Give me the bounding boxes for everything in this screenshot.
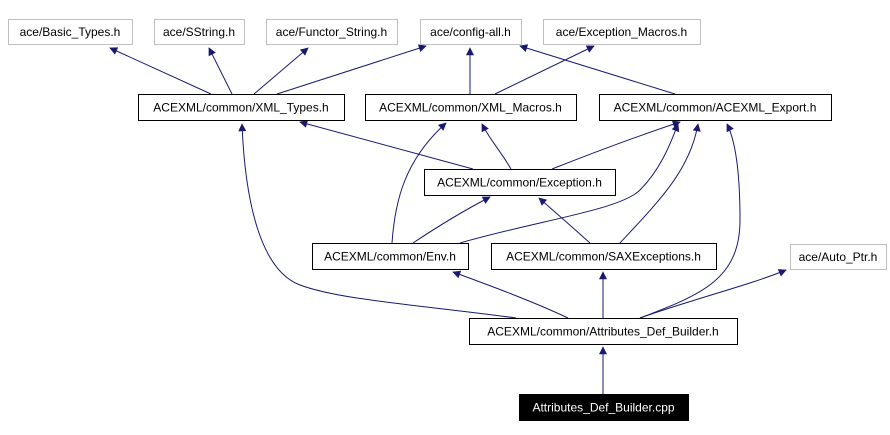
- edge-attributes-def-builder-h-to-auto-ptr: [639, 269, 787, 319]
- edge-exception-to-xml-macros: [481, 123, 512, 170]
- node-label: Attributes_Def_Builder.cpp: [532, 401, 674, 415]
- node-label: ace/Basic_Types.h: [20, 25, 121, 39]
- node-label: ACEXML/common/XML_Types.h: [153, 101, 328, 115]
- edge-attributes-def-builder-h-to-env: [452, 270, 569, 319]
- edge-saxexceptions-to-exception: [538, 197, 591, 244]
- edge-xml-types-to-functor-string: [253, 47, 309, 95]
- node-label: ACEXML/common/Env.h: [324, 250, 456, 264]
- node-box: [599, 94, 832, 121]
- node-exception[interactable]: ACEXML/common/Exception.h: [424, 169, 616, 196]
- node-label: ACEXML/common/Attributes_Def_Builder.h: [487, 325, 718, 339]
- node-label: ACEXML/common/XML_Macros.h: [379, 101, 562, 115]
- edge-xml-types-to-config-all: [276, 44, 427, 95]
- node-box: [365, 94, 577, 121]
- edge-exception-to-xml-types: [299, 120, 474, 170]
- node-label: ace/Exception_Macros.h: [556, 25, 687, 39]
- nodes-layer: ace/Basic_Types.h ace/SString.h ace/Functo…: [8, 19, 887, 421]
- node-box: [138, 94, 345, 121]
- edges-layer: [109, 44, 787, 394]
- node-label: ACEXML/common/Exception.h: [437, 176, 602, 190]
- edge-xml-types-to-sstring: [208, 47, 233, 95]
- node-functor-string[interactable]: ace/Functor_String.h: [266, 19, 398, 45]
- node-label: ACEXML/common/SAXExceptions.h: [506, 250, 701, 264]
- node-box: [312, 243, 469, 270]
- node-box: [543, 19, 701, 45]
- node-acexml-export[interactable]: ACEXML/common/ACEXML_Export.h: [599, 94, 832, 121]
- node-box: [266, 19, 398, 45]
- node-label: ace/Auto_Ptr.h: [799, 250, 878, 264]
- node-xml-types[interactable]: ACEXML/common/XML_Types.h: [138, 94, 345, 121]
- node-saxexceptions[interactable]: ACEXML/common/SAXExceptions.h: [491, 243, 717, 270]
- edge-xml-macros-to-exception-macros: [494, 45, 595, 95]
- node-label: ace/SString.h: [163, 25, 235, 39]
- edge-acexml-export-to-config-all: [519, 44, 676, 95]
- node-label: ace/Functor_String.h: [276, 25, 387, 39]
- edge-env-to-xml-macros: [391, 122, 447, 244]
- node-box: [424, 169, 616, 196]
- edge-env-to-exception: [412, 196, 491, 244]
- node-box: [469, 318, 738, 345]
- node-box: [8, 19, 133, 45]
- node-auto-ptr[interactable]: ace/Auto_Ptr.h: [790, 244, 887, 270]
- edge-saxexceptions-to-acexml-export: [619, 123, 701, 244]
- edge-exception-to-acexml-export: [551, 120, 681, 170]
- node-attributes-def-builder-cpp[interactable]: Attributes_Def_Builder.cpp: [519, 394, 689, 421]
- edge-xml-types-to-basic-types: [109, 47, 212, 95]
- node-box: [519, 394, 689, 421]
- edge-env-to-acexml-export: [459, 123, 680, 244]
- node-attributes-def-builder-h[interactable]: ACEXML/common/Attributes_Def_Builder.h: [469, 318, 738, 345]
- node-env[interactable]: ACEXML/common/Env.h: [312, 243, 469, 270]
- edge-attributes-def-builder-h-to-xml-types: [238, 123, 517, 319]
- edge-attributes-def-builder-h-to-acexml-export: [639, 123, 741, 319]
- node-label: ace/config-all.h: [430, 25, 511, 39]
- node-box: [790, 244, 887, 270]
- node-sstring[interactable]: ace/SString.h: [154, 19, 245, 45]
- node-config-all[interactable]: ace/config-all.h: [420, 19, 522, 45]
- node-label: ACEXML/common/ACEXML_Export.h: [614, 101, 817, 115]
- node-basic-types[interactable]: ace/Basic_Types.h: [8, 19, 133, 45]
- node-xml-macros[interactable]: ACEXML/common/XML_Macros.h: [365, 94, 577, 121]
- node-box: [420, 19, 522, 45]
- node-box: [154, 19, 245, 45]
- node-box: [491, 243, 717, 270]
- node-exception-macros[interactable]: ace/Exception_Macros.h: [543, 19, 701, 45]
